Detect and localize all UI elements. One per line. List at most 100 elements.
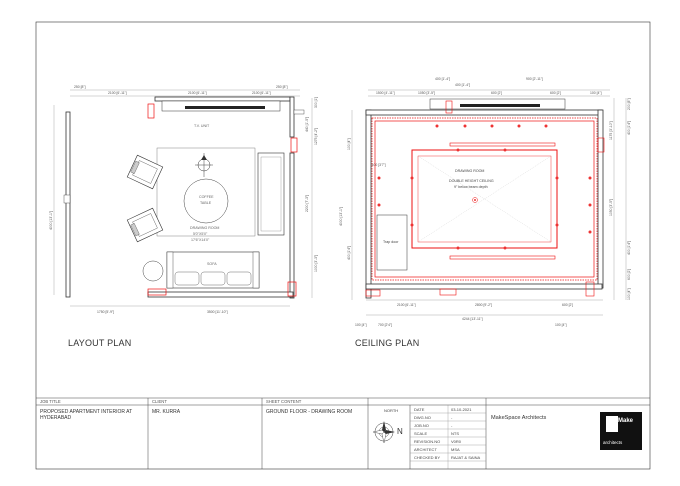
c-dim-bottom-1: 2100 [6'-11"] xyxy=(397,303,416,307)
c-false-ceiling-inner xyxy=(417,155,552,243)
c-dim-bottom-6: 100 [4"] xyxy=(555,323,567,327)
c-trap-door xyxy=(376,214,408,271)
c-light-strip-bottom xyxy=(449,255,556,260)
c-diagonal-1 xyxy=(417,155,552,243)
field-revision-label: REVISION.NO xyxy=(414,439,441,444)
c-dim-right-3: 400 [1'4"] xyxy=(627,121,631,135)
title-block-lines xyxy=(36,397,650,469)
c-dim-top-1: 400 [1'-4"] xyxy=(435,77,450,81)
logo-text-top: Make xyxy=(618,418,634,424)
layout-plan: 250 [8"] 2100 [6'-11"] 2100 [6'-11"] 210… xyxy=(49,85,318,314)
c-dim-bottom-4: 4244 [13'-11"] xyxy=(462,317,483,321)
c-dim-top-3: 1500 [4'-11"] xyxy=(376,91,395,95)
ceiling-plan: 400 [1'-4"] 400 [1'-4"] 1500 [4'-11"] 10… xyxy=(339,77,631,327)
c-dim-right-5: 400 [1'4"] xyxy=(627,241,631,255)
c-false-ceiling xyxy=(411,149,558,249)
column-marker-3 xyxy=(147,288,167,296)
c-wall-top xyxy=(365,109,603,116)
coffee-table xyxy=(183,178,229,224)
c-dim-top-4: 1050 [3'-5"] xyxy=(418,91,435,95)
c-dim-top-2: 400 [1'-4"] xyxy=(455,83,470,87)
c-marker-top xyxy=(445,100,453,114)
dim-left-1: 4000 [13'-1"] xyxy=(49,211,53,230)
north-letter: N xyxy=(397,427,403,436)
dim-right-3: 1275 [4'-2"] xyxy=(314,128,318,145)
field-revision-value: V0R0 xyxy=(451,439,462,444)
dim-top-5: 250 [8"] xyxy=(276,85,288,89)
c-dim-right-6: 600 [2'] xyxy=(627,269,631,280)
field-jobno-value: - xyxy=(451,423,453,428)
north-label: NORTH xyxy=(384,408,399,413)
column-marker-1 xyxy=(147,103,155,119)
dim-right-1: 300 [1'] xyxy=(314,97,318,108)
wall-top xyxy=(154,96,291,102)
field-checked-value: RAJAT & SAINA xyxy=(451,455,481,460)
firm-logo xyxy=(600,412,642,450)
wall-bottom xyxy=(147,291,294,298)
dim-bottom-1: 1750 [5'-9"] xyxy=(97,310,114,314)
side-table xyxy=(142,260,164,282)
c-dim-bottom-2: 2800 [9'-2"] xyxy=(475,303,492,307)
c-room-label-1: DRAWING ROOM xyxy=(455,169,484,173)
dim-top-1: 250 [8"] xyxy=(74,85,86,89)
field-scale-value: NTS xyxy=(451,431,459,436)
sheet-content: GROUND FLOOR - DRAWING ROOM xyxy=(266,409,353,415)
c-cove-inner xyxy=(374,120,595,278)
dim-top-3: 2100 [6'-11"] xyxy=(188,91,207,95)
c-beam-dark xyxy=(460,104,540,107)
c-cove-outer xyxy=(371,117,598,281)
wall-left xyxy=(65,111,71,298)
c-dim-top-8: 100 [4"] xyxy=(590,91,602,95)
side-console-inner xyxy=(260,156,282,232)
field-date-label: DATE xyxy=(414,407,425,412)
c-wall-bottom xyxy=(365,283,603,290)
ceiling-plan-title: CEILING PLAN xyxy=(355,338,420,348)
dim-top-4: 2100 [6'-11"] xyxy=(252,91,271,95)
sofa xyxy=(166,251,260,289)
dim-right-4: 2200 [7'-3"] xyxy=(305,195,309,212)
job-title-header: JOB TITLE xyxy=(40,399,61,404)
column-marker-4 xyxy=(287,281,297,297)
c-marker-bottom-mid xyxy=(439,288,457,296)
c-lights xyxy=(377,124,592,250)
c-wall-left xyxy=(365,109,372,299)
wall-right-upper xyxy=(289,96,295,138)
dim-right-5: 1000 [3'-3"] xyxy=(314,255,318,272)
field-dwgno-value: - xyxy=(451,415,453,420)
job-title: PROPOSED APARTMENT INTERIOR AT HYDERABAD xyxy=(40,409,133,421)
north-arrow-icon xyxy=(372,421,395,444)
c-dim-top-7: 600 [2'] xyxy=(550,91,561,95)
dim-top-2: 2100 [6'-11"] xyxy=(108,91,127,95)
layout-plan-title: LAYOUT PLAN xyxy=(68,338,132,348)
c-dim-right-2: 1175 [3'-10"] xyxy=(609,121,613,140)
armchair-bottom xyxy=(126,207,164,243)
field-dwgno-label: DWG.NO xyxy=(414,415,431,420)
c-dim-top-6: 900 [2'-11"] xyxy=(526,77,543,81)
c-room-label-3: 9" below beam depth xyxy=(454,185,488,189)
logo-text-bottom: architects xyxy=(603,440,623,445)
c-dim-right-1: 200 [8"] xyxy=(627,98,631,110)
c-room-label-2: DOUBLE HEIGHT CEILING xyxy=(449,179,494,183)
field-jobno-label: JOB.NO xyxy=(414,423,429,428)
coffee-table-label-1: COFFEE xyxy=(199,195,214,199)
room-carpet xyxy=(156,147,256,237)
sofa-label: SOFA xyxy=(207,262,217,266)
room-label-1: DRAWING ROOM xyxy=(190,226,219,230)
c-dim-bottom-5: 100 [4"] xyxy=(355,323,367,327)
tv-screen xyxy=(185,106,265,109)
c-trap-door-label: Trap door xyxy=(383,240,399,244)
c-dim-right-7: 100 [4"] xyxy=(627,288,631,300)
wall-right-stub xyxy=(293,109,305,115)
pouf-arrow-icon xyxy=(201,155,207,160)
c-dim-right-4: 1050 [3'-5"] xyxy=(609,199,613,216)
coffee-table-label-2: TABLE xyxy=(200,201,212,205)
sheet-border xyxy=(35,21,651,470)
c-dim-bottom-3: 600 [2'] xyxy=(562,303,573,307)
armchair-top xyxy=(126,154,164,190)
c-marker-right xyxy=(597,137,605,153)
c-dim-bottom-7: 700 [2'4"] xyxy=(378,323,392,327)
wall-left-opening xyxy=(63,194,71,204)
dim-right-2: 440 [1'-5"] xyxy=(305,117,309,132)
wall-right-lower xyxy=(289,152,295,299)
